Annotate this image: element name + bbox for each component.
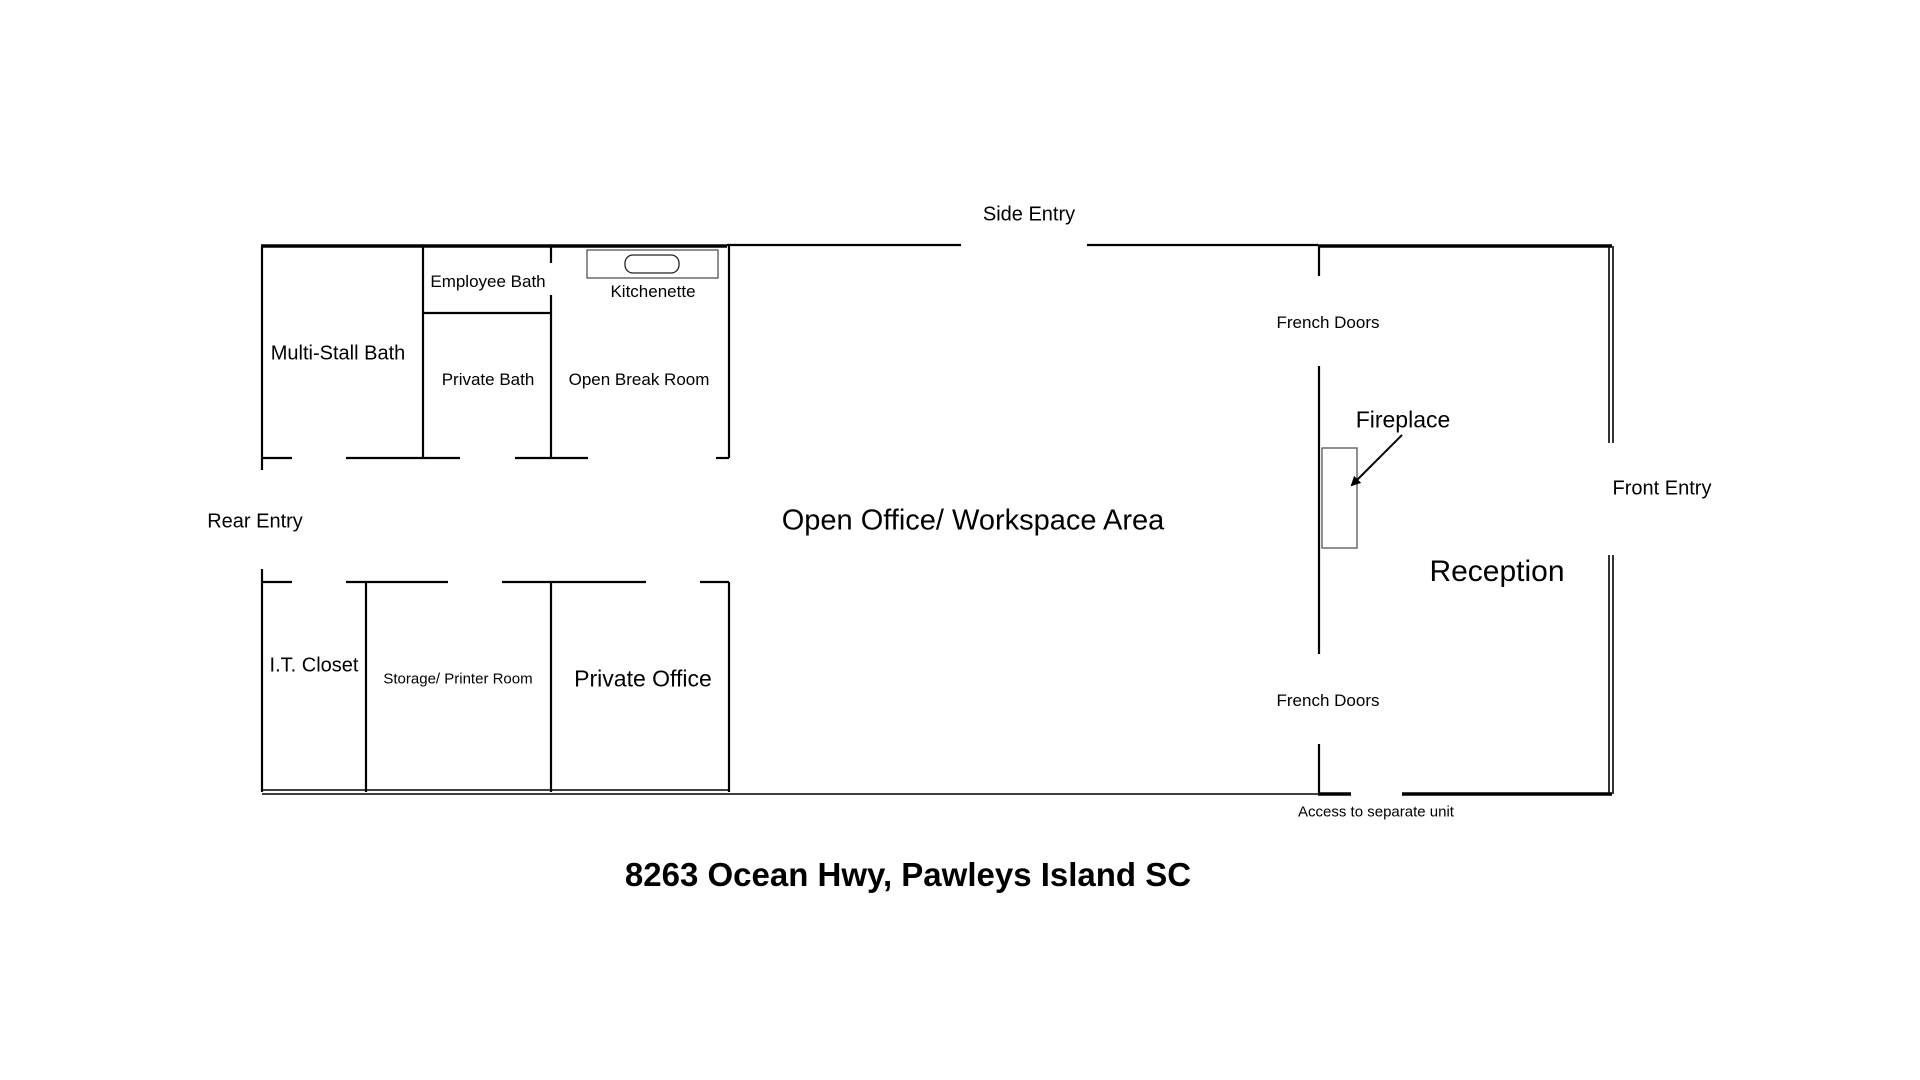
property-address-title: 8263 Ocean Hwy, Pawleys Island SC bbox=[624, 856, 1192, 893]
french-doors-bottom-label: French Doors bbox=[1276, 691, 1380, 710]
access-separate-unit-label: Access to separate unit bbox=[1298, 803, 1454, 821]
fireplace-label: Fireplace bbox=[1355, 406, 1451, 433]
kitchenette-sink bbox=[624, 254, 680, 274]
private-bath-label: Private Bath bbox=[441, 370, 535, 389]
front-entry-label: Front Entry bbox=[1612, 477, 1712, 500]
kitchenette-counter bbox=[586, 249, 719, 279]
employee-bath-label: Employee Bath bbox=[430, 272, 546, 291]
reception-label: Reception bbox=[1429, 555, 1565, 588]
it-closet-label: I.T. Closet bbox=[269, 654, 359, 677]
kitchenette-label: Kitchenette bbox=[610, 282, 696, 301]
open-break-room-label: Open Break Room bbox=[568, 370, 710, 389]
private-office-label: Private Office bbox=[574, 665, 712, 692]
storage-printer-room-label: Storage/ Printer Room bbox=[383, 670, 533, 688]
rear-entry-label: Rear Entry bbox=[207, 510, 303, 533]
fireplace-arrow bbox=[1350, 434, 1403, 487]
french-doors-top-label: French Doors bbox=[1276, 313, 1380, 332]
multi-stall-bath-label: Multi-Stall Bath bbox=[270, 342, 406, 365]
fireplace bbox=[1321, 447, 1358, 549]
open-office-label: Open Office/ Workspace Area bbox=[781, 504, 1165, 537]
side-entry-label: Side Entry bbox=[982, 203, 1076, 226]
